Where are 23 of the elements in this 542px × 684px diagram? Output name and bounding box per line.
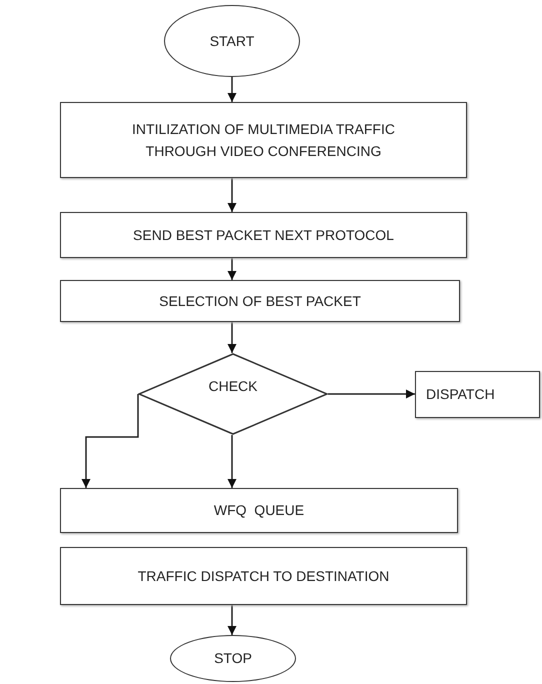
- process-box: [60, 488, 458, 533]
- process-box: [60, 280, 460, 322]
- node-label: DISPATCH: [426, 385, 495, 404]
- node-label: SELECTION OF BEST PACKET: [159, 292, 361, 311]
- arrow: [228, 605, 236, 635]
- node-label: WFQ QUEUE: [214, 501, 304, 520]
- process-box: [415, 371, 540, 418]
- arrow: [228, 258, 236, 280]
- arrow: [228, 178, 236, 212]
- process-box: [60, 547, 467, 605]
- arrow: [82, 394, 139, 488]
- node-label: TRAFFIC DISPATCH TO DESTINATION: [138, 566, 390, 586]
- process-box: [60, 212, 467, 258]
- node-label: CHECK: [208, 376, 258, 396]
- arrow: [328, 390, 415, 398]
- node-label: START: [210, 32, 254, 51]
- node-label: SEND BEST PACKET NEXT PROTOCOL: [133, 226, 394, 245]
- arrow: [228, 435, 236, 488]
- arrow: [228, 322, 236, 353]
- process-box: [60, 102, 467, 178]
- node-label: STOP: [214, 649, 252, 668]
- arrow: [228, 77, 236, 102]
- node-label: INTILIZATION OF MULTIMEDIA TRAFFIC THROUGH VIDEO CONFERENCING: [131, 120, 396, 161]
